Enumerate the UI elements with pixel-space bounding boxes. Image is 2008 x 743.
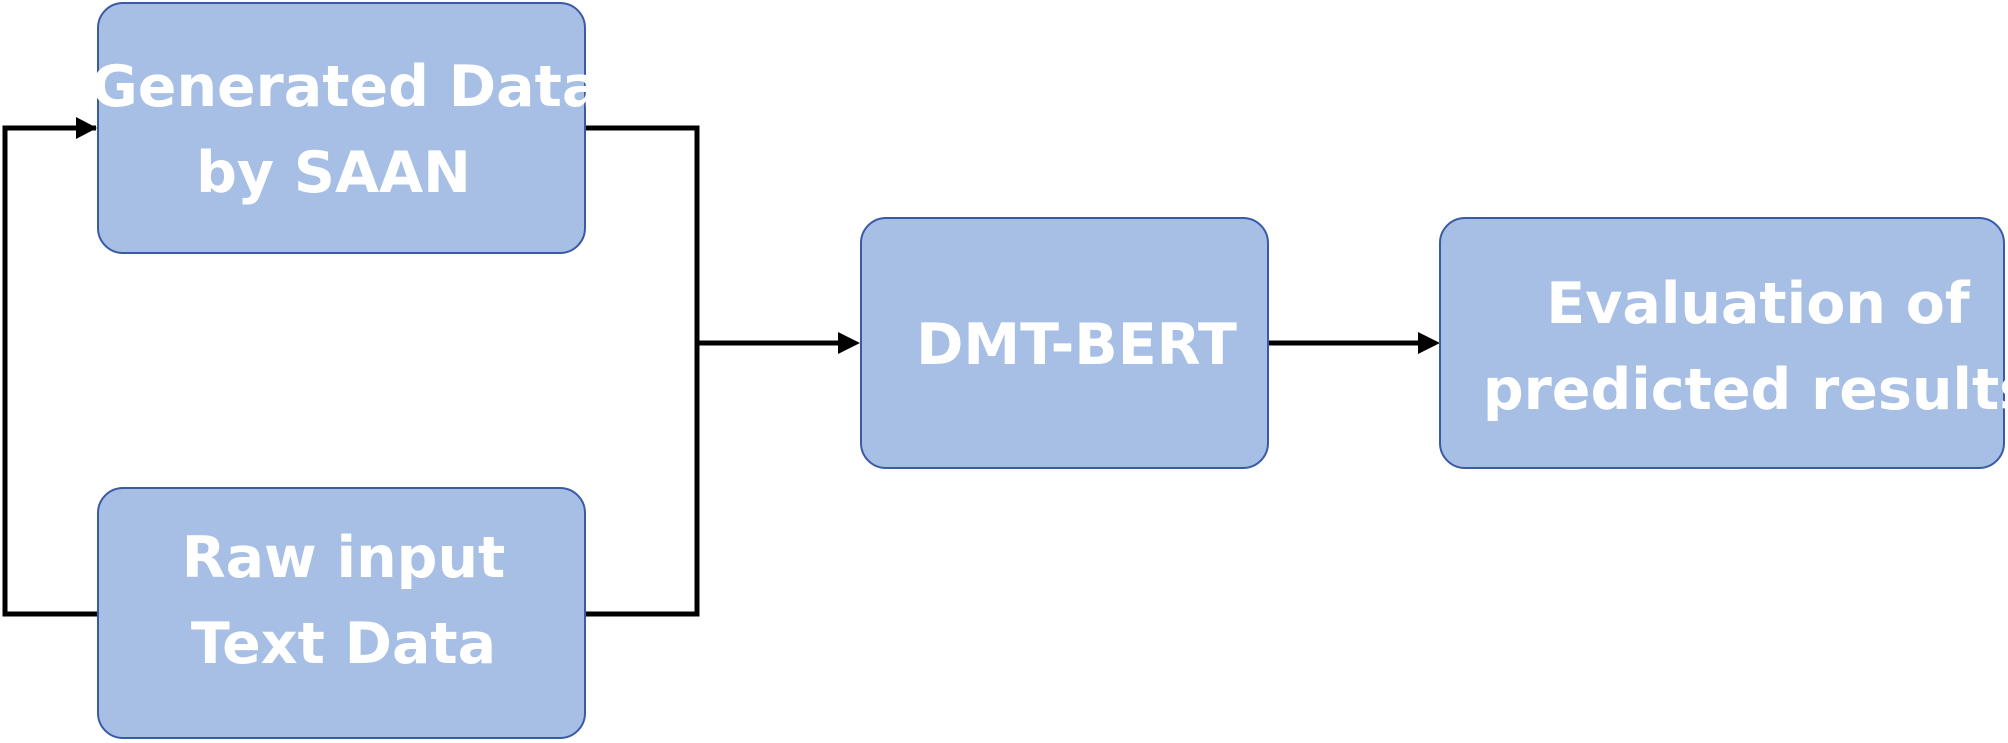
dmt-bert-node: DMT-BERT xyxy=(860,217,1269,469)
edge-generated-to-merge xyxy=(583,125,700,617)
evaluation-node: Evaluation of predicted results xyxy=(1439,217,2008,469)
evaluation-label-line1: Evaluation of xyxy=(1546,271,1970,337)
arrowhead-to-dmt xyxy=(838,332,860,354)
generated-data-label-line1: Generated Data xyxy=(91,54,601,120)
arrowhead-to-eval xyxy=(1418,332,1440,354)
dmt-bert-label: DMT-BERT xyxy=(916,312,1237,378)
raw-input-label-line1: Raw input xyxy=(181,525,506,591)
edge-raw-to-generated xyxy=(2,125,99,617)
generated-data-node: Generated Data by SAAN xyxy=(91,2,600,254)
generated-data-label-line2: by SAAN xyxy=(196,140,471,206)
raw-input-label-line2: Text Data xyxy=(190,611,497,677)
raw-input-node: Raw input Text Data xyxy=(97,487,586,739)
evaluation-label-line2: predicted results xyxy=(1482,357,2008,423)
arrowhead-to-generated xyxy=(76,117,97,139)
